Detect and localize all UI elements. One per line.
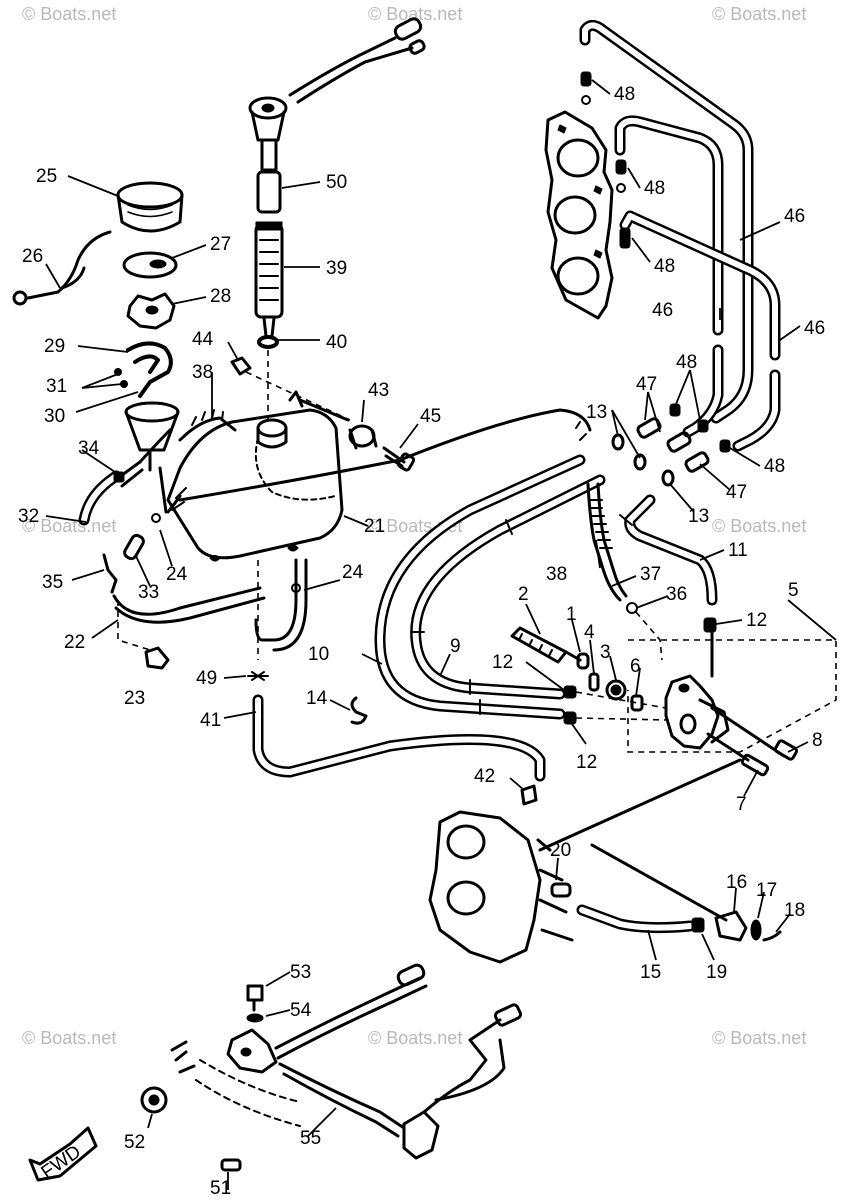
callout-47b: 47	[726, 482, 747, 503]
carburetor-flange-upper	[544, 110, 614, 320]
callout-53: 53	[290, 962, 311, 983]
leader-lines	[45, 79, 837, 1190]
callout-46b: 46	[652, 300, 673, 321]
callout-43: 43	[368, 380, 389, 401]
callout-17: 17	[756, 880, 777, 901]
callout-37: 37	[640, 564, 661, 585]
watermark-top-center: © Boats.net	[368, 4, 462, 24]
callout-39: 39	[326, 258, 347, 279]
callout-26: 26	[22, 246, 43, 267]
callout-40: 40	[326, 332, 347, 353]
clip-14	[350, 696, 368, 725]
callout-12c: 12	[576, 752, 597, 773]
hoses-46	[579, 19, 781, 452]
callout-4: 4	[584, 622, 595, 643]
hoses-9-10	[178, 408, 606, 720]
callout-9: 9	[450, 636, 461, 657]
callout-12a: 12	[746, 610, 767, 631]
callout-44: 44	[192, 329, 214, 350]
callout-14: 14	[306, 688, 328, 709]
watermark-bottom-left: © Boats.net	[22, 1028, 116, 1048]
callout-42: 42	[474, 766, 495, 787]
callout-55: 55	[300, 1128, 321, 1149]
watermark-bottom-right: © Boats.net	[712, 1028, 806, 1048]
clamps-48-upper	[580, 71, 631, 249]
carburetor-flange-lower	[428, 758, 742, 964]
filler-neck-bracket	[114, 341, 180, 472]
callout-48a: 48	[614, 84, 635, 105]
fwd-arrow: FWD	[28, 1126, 98, 1183]
callout-22: 22	[64, 632, 85, 653]
oil-pump-assembly	[627, 630, 837, 777]
callout-13b: 13	[688, 506, 709, 527]
callout-51: 51	[210, 1178, 231, 1199]
callout-28: 28	[210, 286, 231, 307]
callout-48e: 48	[764, 456, 785, 477]
callout-12b: 12	[492, 652, 513, 673]
watermarks: © Boats.net © Boats.net © Boats.net © Bo…	[22, 4, 806, 1048]
tank-left-fittings	[78, 428, 266, 670]
watermark-mid-right: © Boats.net	[712, 516, 806, 536]
callout-18: 18	[784, 900, 805, 921]
check-valves-47	[636, 403, 731, 473]
callout-50: 50	[326, 172, 347, 193]
callout-6: 6	[630, 656, 641, 677]
callout-25: 25	[36, 166, 57, 187]
oil-tank-cap-parts	[12, 181, 184, 330]
callout-46c: 46	[804, 318, 825, 339]
callout-20: 20	[550, 840, 571, 861]
callout-33: 33	[138, 582, 159, 603]
callout-49: 49	[196, 668, 217, 689]
watermark-top-left: © Boats.net	[22, 4, 116, 24]
callout-38b: 38	[546, 564, 567, 585]
tank-drain-hoses	[247, 558, 546, 806]
callout-46a: 46	[784, 206, 805, 227]
callout-36: 36	[666, 584, 687, 605]
callout-31: 31	[46, 376, 67, 397]
oil-tank	[166, 390, 344, 562]
callout-47a: 47	[636, 374, 657, 395]
callout-10: 10	[308, 644, 329, 665]
callout-34: 34	[78, 438, 100, 459]
pump-small-parts	[510, 626, 667, 725]
watermark-bottom-center: © Boats.net	[368, 1028, 462, 1048]
callout-45: 45	[420, 406, 441, 427]
hose-15-parts	[576, 904, 782, 942]
callout-1: 1	[566, 604, 577, 625]
watermark-top-right: © Boats.net	[712, 4, 806, 24]
oil-level-harness	[140, 963, 523, 1172]
watermark-mid-left: © Boats.net	[22, 516, 116, 536]
callout-30: 30	[44, 406, 65, 427]
callout-38a: 38	[192, 362, 213, 383]
callout-24b: 24	[342, 562, 364, 583]
callout-41: 41	[200, 710, 221, 731]
hose-11	[611, 433, 718, 633]
callout-2: 2	[518, 584, 529, 605]
callout-11: 11	[728, 540, 748, 561]
callout-24a: 24	[166, 564, 188, 585]
callout-8: 8	[812, 730, 823, 751]
callout-48c: 48	[654, 256, 675, 277]
callout-21: 21	[364, 516, 385, 537]
callout-54: 54	[290, 1000, 312, 1021]
callout-48d: 48	[676, 352, 697, 373]
callout-15: 15	[640, 962, 661, 983]
callout-29: 29	[44, 336, 65, 357]
callout-16: 16	[726, 872, 747, 893]
callout-7: 7	[736, 794, 747, 815]
callout-23: 23	[124, 688, 145, 709]
callout-13a: 13	[586, 402, 607, 423]
fwd-label: FWD	[38, 1141, 85, 1183]
callout-3: 3	[600, 642, 611, 663]
callout-52: 52	[124, 1132, 145, 1153]
callout-35: 35	[42, 572, 63, 593]
callout-5: 5	[788, 580, 799, 601]
oil-level-sensor-assembly	[248, 17, 426, 420]
callout-27: 27	[210, 234, 231, 255]
callout-32: 32	[18, 506, 39, 527]
callout-48b: 48	[644, 178, 665, 199]
callout-19: 19	[706, 962, 727, 983]
